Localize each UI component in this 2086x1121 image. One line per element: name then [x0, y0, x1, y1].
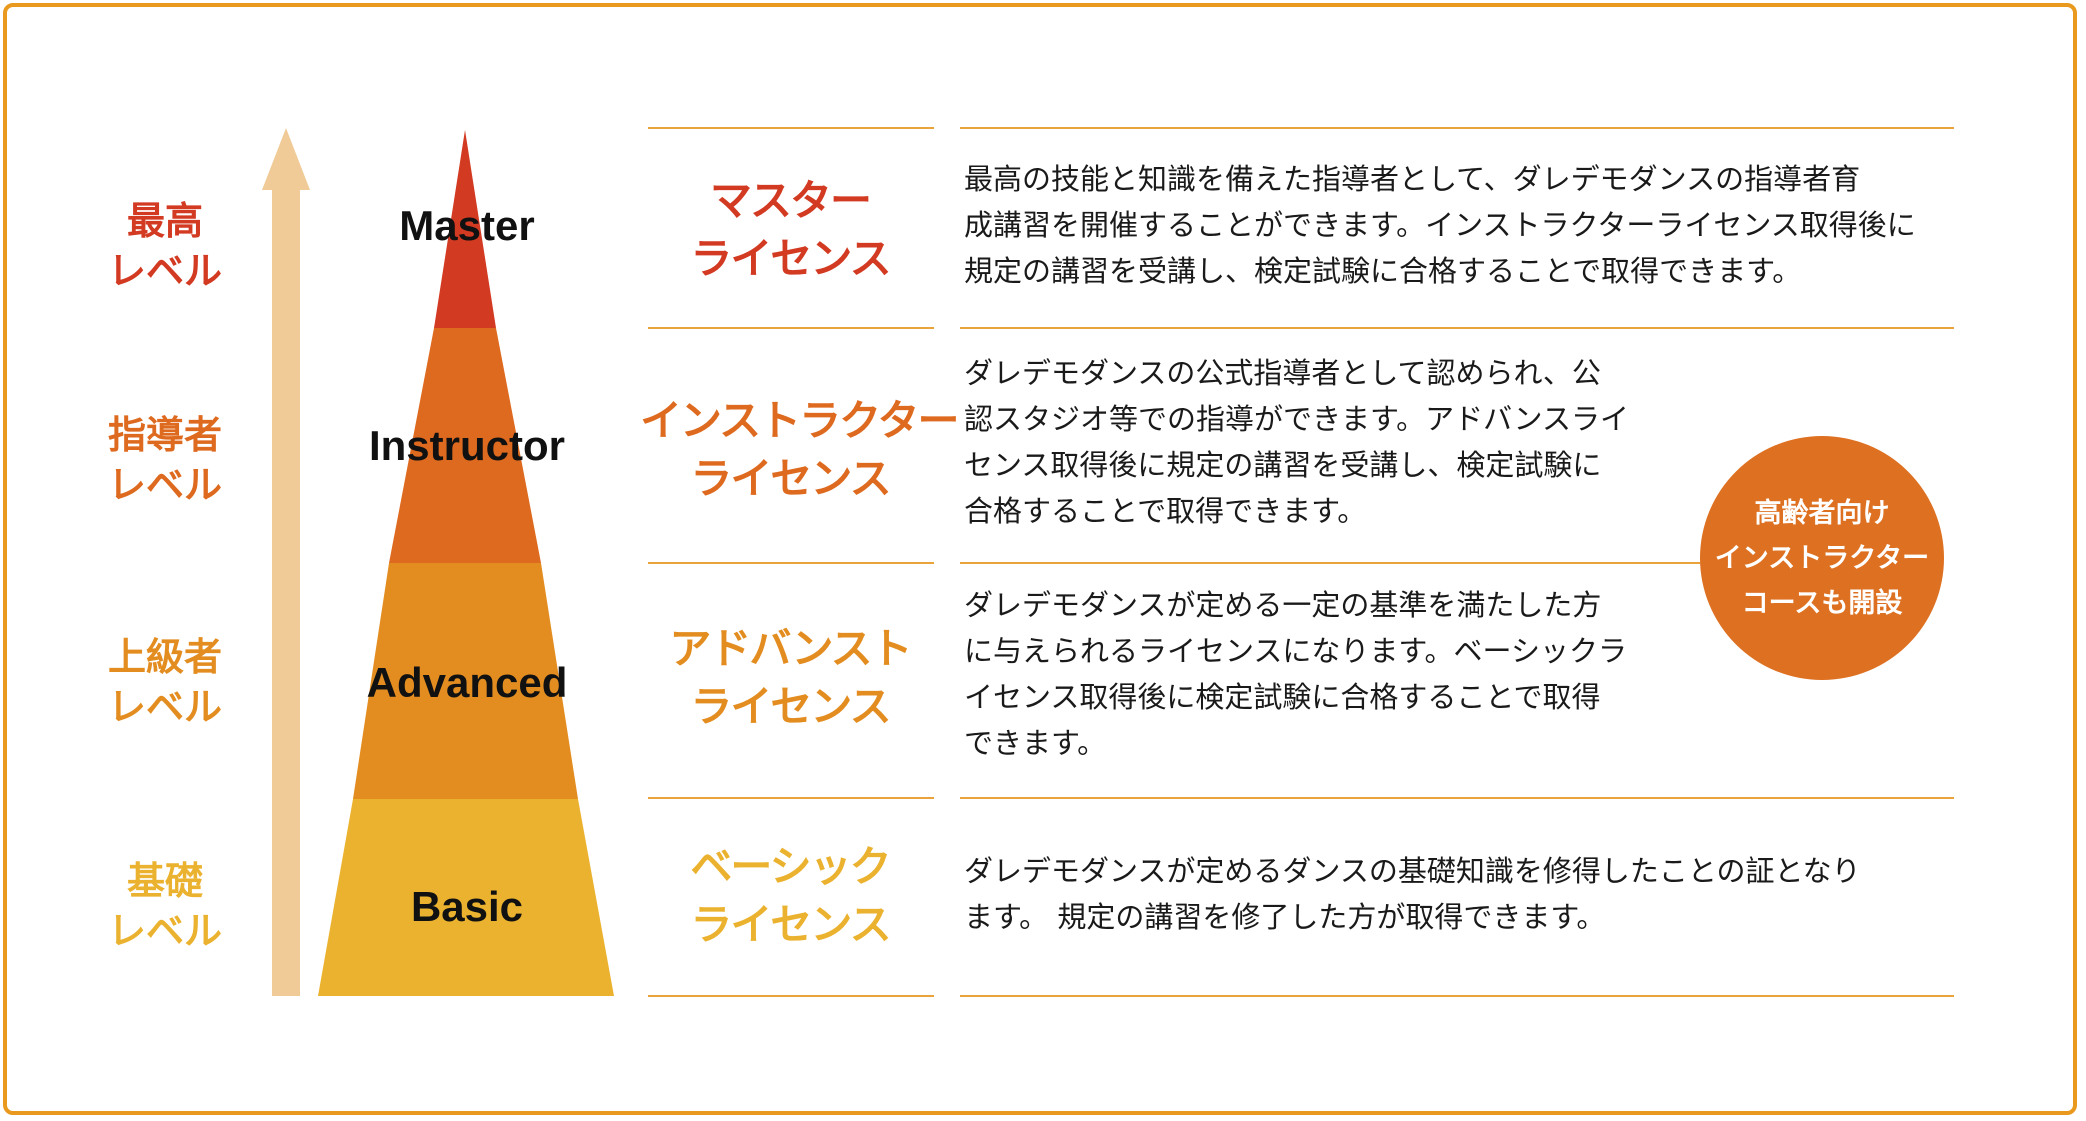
divider-line	[648, 127, 934, 129]
pyramid-label-master: Master	[399, 202, 534, 249]
license-description-basic: ダレデモダンスが定めるダンスの基礎知識を修得したことの証となり ます。 規定の講…	[964, 848, 1861, 940]
level-label-line: レベル	[107, 909, 222, 953]
license-description-instructor: ダレデモダンスの公式指導者として認められ、公 認スタジオ等での指導ができます。ア…	[964, 350, 1629, 534]
level-label-line: レベル	[107, 249, 222, 293]
pyramid-label-basic: Basic	[411, 883, 523, 930]
license-name-line: ライセンス	[690, 454, 891, 503]
pyramid-label-advanced: Advanced	[367, 659, 568, 706]
description-line: ダレデモダンスの公式指導者として認められ、公	[964, 356, 1601, 390]
license-name-master: マスター ライセンス	[640, 172, 940, 288]
divider-line	[648, 797, 934, 799]
pyramid-tier-instructor	[389, 328, 541, 563]
description-line: ダレデモダンスが定めるダンスの基礎知識を修得したことの証となり	[964, 854, 1861, 888]
license-name-basic: ベーシック ライセンス	[640, 838, 940, 954]
license-description-master: 最高の技能と知識を備えた指導者として、ダレデモダンスの指導者育 成講習を開催する…	[964, 156, 1916, 294]
level-arrow-head	[262, 128, 310, 190]
divider-line	[960, 127, 1954, 129]
divider-line	[648, 562, 934, 564]
description-line: ダレデモダンスが定める一定の基準を満たした方	[964, 588, 1602, 622]
license-name-instructor: インストラクター ライセンス	[640, 392, 959, 508]
description-line: できます。	[964, 726, 1107, 760]
level-label-line: レベル	[107, 463, 222, 507]
pyramid-label-instructor: Instructor	[369, 422, 565, 469]
description-line: 認スタジオ等での指導ができます。アドバンスライ	[964, 402, 1629, 436]
outer-frame	[3, 3, 2077, 1115]
license-description-advanced: ダレデモダンスが定める一定の基準を満たした方 に与えられるライセンスになります。…	[964, 582, 1627, 766]
senior-course-badge: 高齢者向け インストラクター コースも開設	[1700, 436, 1944, 680]
level-label-line: 最高	[126, 199, 203, 243]
level-label-advanced: 上級者 レベル	[60, 632, 270, 732]
description-line: に与えられるライセンスになります。ベーシックラ	[964, 634, 1627, 668]
description-line: 最高の技能と知識を備えた指導者として、ダレデモダンスの指導者育	[964, 162, 1861, 196]
level-label-basic: 基礎 レベル	[60, 856, 270, 956]
description-line: 成講習を開催することができます。インストラクターライセンス取得後に	[964, 208, 1916, 242]
description-line: 合格することで取得できます。	[964, 494, 1367, 528]
level-label-instructor: 指導者 レベル	[60, 410, 270, 510]
level-label-line: レベル	[107, 685, 222, 729]
license-name-line: ライセンス	[690, 900, 891, 949]
divider-line	[960, 995, 1954, 997]
pyramid-tier-advanced	[353, 563, 578, 799]
level-arrow-shaft	[272, 180, 300, 996]
license-name-line: ライセンス	[690, 234, 891, 283]
level-label-line: 指導者	[107, 413, 222, 457]
license-name-line: インストラクター	[640, 396, 959, 445]
divider-line	[960, 327, 1954, 329]
level-label-line: 上級者	[107, 635, 222, 679]
description-line: ます。 規定の講習を修了した方が取得できます。	[964, 900, 1606, 934]
divider-line	[960, 562, 1700, 564]
divider-line	[648, 995, 934, 997]
license-name-advanced: アドバンスト ライセンス	[640, 620, 940, 736]
license-name-line: ベーシック	[690, 842, 891, 891]
divider-line	[960, 797, 1954, 799]
license-name-line: マスター	[709, 176, 872, 225]
license-name-line: ライセンス	[690, 682, 891, 731]
description-line: 規定の講習を受講し、検定試験に合格することで取得できます。	[964, 254, 1802, 288]
divider-line	[648, 327, 934, 329]
level-label-top: 最高 レベル	[60, 196, 270, 296]
badge-line: 高齢者向け	[1754, 497, 1890, 529]
pyramid-tier-master	[434, 130, 496, 328]
license-name-line: アドバンスト	[669, 624, 912, 673]
description-line: センス取得後に規定の講習を受講し、検定試験に	[964, 448, 1602, 482]
badge-line: インストラクター	[1714, 542, 1930, 574]
description-line: イセンス取得後に検定試験に合格することで取得	[964, 680, 1601, 714]
pyramid-tier-basic	[318, 799, 614, 996]
badge-line: コースも開設	[1741, 587, 1903, 619]
level-label-line: 基礎	[126, 859, 203, 903]
